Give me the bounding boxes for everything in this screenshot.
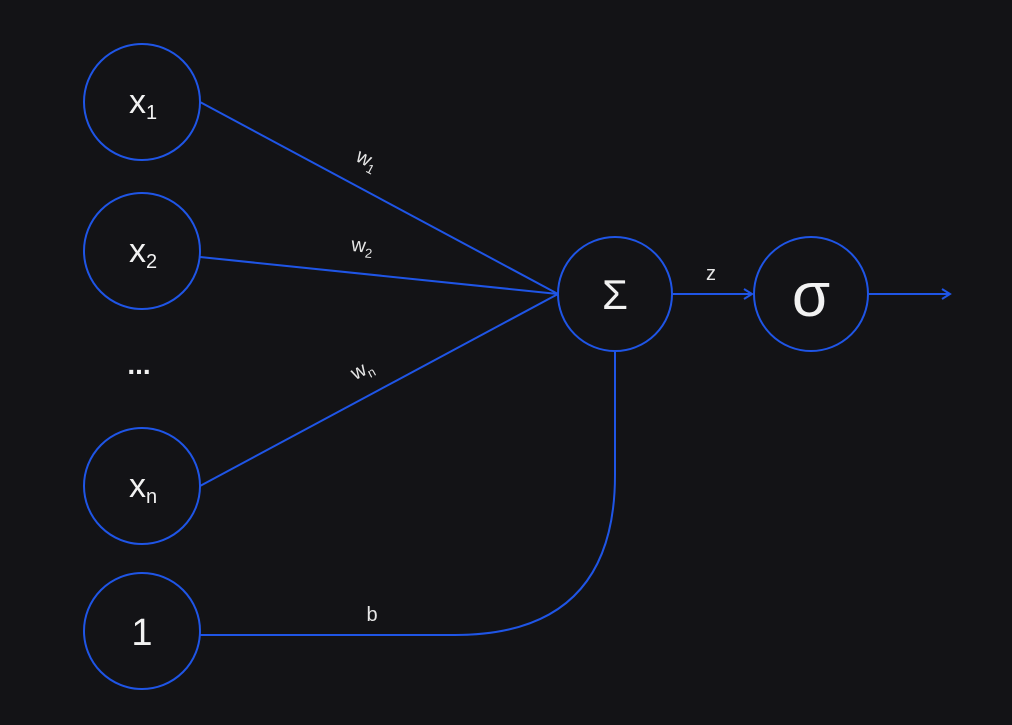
edge-bias-sum <box>200 349 616 636</box>
edge-x2-sum <box>199 256 559 295</box>
input-label-xn: xn <box>129 467 157 508</box>
input-node-x2 <box>83 192 201 310</box>
bias-input-label: 1 <box>131 612 152 654</box>
weight-label-w2: w2 <box>349 234 374 261</box>
input-ellipsis: ... <box>127 349 150 380</box>
activation-node <box>753 236 869 352</box>
weight-label-w1: w1 <box>350 145 382 178</box>
weight-label-wn: wn <box>346 355 378 388</box>
input-label-x2: x2 <box>129 232 157 273</box>
edge-x1-sum <box>199 101 559 295</box>
bias-input-node <box>83 572 201 690</box>
sum-node <box>557 236 673 352</box>
activation-symbol: σ <box>792 261 830 330</box>
input-node-xn <box>83 427 201 545</box>
edge-xn-sum <box>199 293 559 487</box>
input-label-x1: x1 <box>129 83 157 124</box>
bias-weight-label: b <box>366 604 377 626</box>
z-label: z <box>706 263 716 285</box>
input-node-x1 <box>83 43 201 161</box>
sum-symbol: Σ <box>602 271 628 318</box>
